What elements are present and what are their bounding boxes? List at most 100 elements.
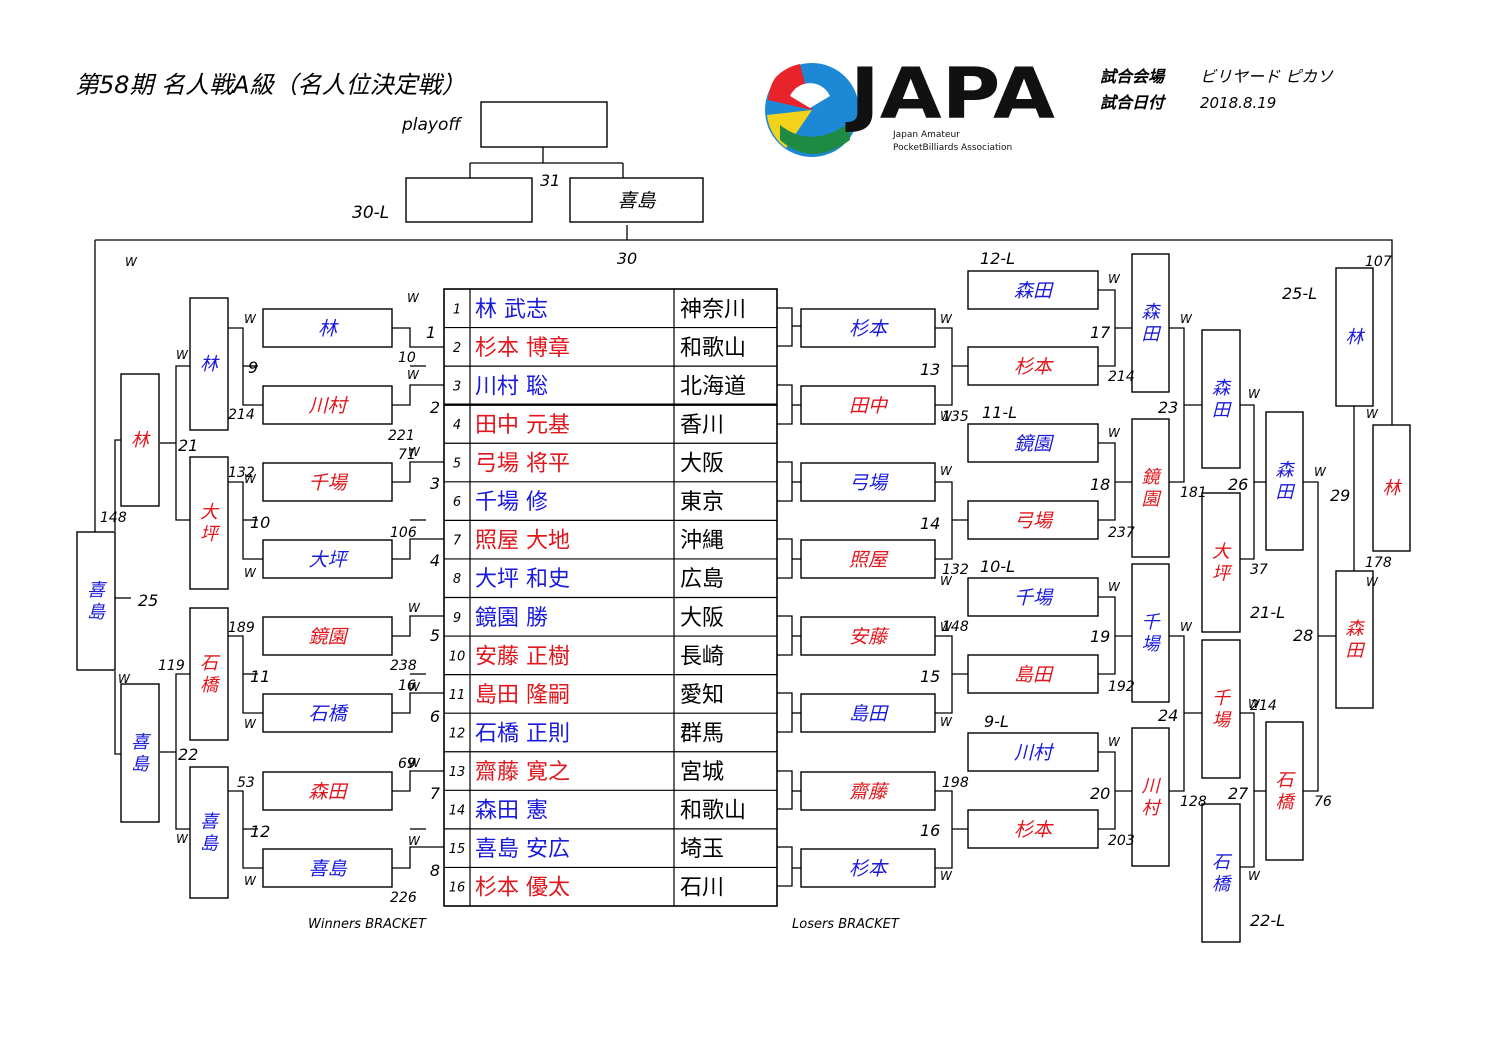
- bracket-box-lr3-2: 鏡園: [1131, 418, 1170, 558]
- winner-marker: W: [1248, 869, 1261, 883]
- player-name: 弓場 将平: [475, 452, 570, 477]
- box-label: 森田: [1014, 280, 1054, 302]
- bracket-connector: [392, 770, 444, 792]
- bracket-box-lr2-4: 弓場: [967, 500, 1099, 540]
- bracket-box-lr1-7: 齋藤: [800, 771, 936, 811]
- winner-marker: W: [244, 472, 257, 486]
- date-label: 試合日付: [1100, 93, 1167, 112]
- box-label-char: 場: [1212, 710, 1232, 731]
- bracket-connector: [775, 770, 793, 810]
- label-t214c: 214: [1250, 698, 1277, 714]
- label-m1: 1: [426, 323, 436, 342]
- label-m12: 12: [250, 822, 270, 841]
- box-label: 弓場: [1014, 510, 1054, 532]
- label-m29: 29: [1330, 486, 1350, 505]
- label-t135: 135: [942, 409, 969, 425]
- label-t37: 37: [1250, 562, 1268, 578]
- bracket-box-f30l: [405, 177, 533, 223]
- label-losers: Losers BRACKET: [792, 917, 900, 932]
- bracket-box-wr2-2: 大坪: [189, 456, 229, 590]
- label-t214a: 214: [228, 407, 255, 423]
- box-label-char: 森: [1142, 302, 1162, 323]
- label-t148b: 148: [942, 619, 969, 635]
- box-label-char: 大: [1212, 542, 1232, 563]
- winner-marker: W: [408, 445, 421, 459]
- label-m9: 9: [248, 358, 258, 377]
- player-prefecture: 広島: [680, 567, 724, 592]
- bracket-connector: [392, 538, 444, 560]
- box-label-char: 森: [1276, 460, 1296, 481]
- box-label-char: 田: [1212, 400, 1232, 421]
- winner-marker: W: [940, 464, 953, 478]
- bracket-connector: [935, 829, 953, 869]
- bracket-box-wr1-6: 石橋: [262, 693, 393, 733]
- box-label-char: 坪: [1212, 564, 1233, 585]
- player-prefecture: 大阪: [680, 606, 724, 631]
- bracket-box-lr6: 森田: [1335, 570, 1374, 709]
- player-seed: 16: [449, 881, 466, 896]
- bracket-box-lr4-2: 大坪: [1201, 492, 1241, 633]
- bracket-box-lr2-2: 杉本: [967, 346, 1099, 386]
- label-m8: 8: [430, 861, 440, 880]
- winner-marker: W: [1248, 697, 1261, 711]
- bracket-box-wr1-7: 森田: [262, 771, 393, 811]
- label-m22: 22: [178, 745, 198, 764]
- bracket-box-wr1-1: 林: [262, 308, 393, 348]
- box-label-char: 坪: [200, 524, 221, 545]
- player-prefecture: 北海道: [680, 374, 746, 399]
- winner-marker: W: [940, 312, 953, 326]
- player-prefecture: 東京: [680, 490, 724, 515]
- player-seed: 10: [449, 649, 466, 664]
- player-name: 照屋 大地: [475, 529, 570, 554]
- box-label: 川村: [308, 395, 349, 417]
- box-label-char: 島: [200, 834, 219, 855]
- label-t192: 192: [1108, 679, 1135, 695]
- bracket-box-lr4-1: 森田: [1201, 329, 1241, 469]
- player-name: 田中 元基: [475, 413, 570, 438]
- player-name: 大坪 和史: [475, 567, 570, 592]
- bracket-connector: [935, 790, 968, 830]
- box-label-char: 石: [1276, 770, 1297, 791]
- box-label: 鏡園: [308, 626, 349, 648]
- label-t214b: 214: [1108, 369, 1135, 385]
- box-label: 杉本: [849, 318, 889, 340]
- box-label-char: 林: [1346, 327, 1366, 348]
- box-label: 島田: [1014, 664, 1054, 686]
- label-m19: 19: [1090, 627, 1110, 646]
- winner-marker: W: [408, 834, 421, 848]
- bracket-box-wr2-1: 林: [189, 297, 229, 431]
- player-name: 森田 憲: [475, 799, 548, 824]
- label-m20: 20: [1090, 784, 1110, 803]
- label-l9: 9-L: [984, 712, 1009, 731]
- label-t71: 71: [398, 447, 416, 463]
- logo-subtitle-2: PocketBilliards Association: [893, 143, 1012, 153]
- player-prefecture: 埼玉: [680, 837, 724, 862]
- label-m5: 5: [430, 626, 440, 645]
- box-label-char: 園: [1142, 489, 1163, 510]
- bracket-box-lr8: 林: [1372, 424, 1411, 552]
- box-label: 田中: [849, 395, 889, 417]
- box-label: 喜島: [308, 858, 347, 880]
- label-t226: 226: [390, 890, 417, 906]
- bracket-boxes: 林川村千場大坪鏡園石橋森田喜島林大坪石橋喜島林喜島喜島杉本田中弓場照屋安藤島田齋…: [76, 101, 1411, 943]
- bracket-connector: [114, 671, 121, 755]
- player-seed: 1: [453, 302, 461, 317]
- label-m2: 2: [430, 398, 440, 417]
- winner-marker: W: [244, 566, 257, 580]
- label-t10: 10: [398, 350, 416, 366]
- winner-marker: W: [407, 291, 420, 305]
- bracket-box-lr1-3: 弓場: [800, 462, 936, 502]
- box-label-char: 村: [1142, 798, 1163, 819]
- label-t238: 238: [390, 658, 417, 674]
- bracket-connector: [935, 674, 953, 714]
- winner-marker: W: [118, 672, 131, 686]
- bracket-connector: [392, 327, 444, 348]
- bracket-box-lr3-4: 川村: [1131, 727, 1170, 867]
- label-m18: 18: [1090, 475, 1110, 494]
- bracket-box-wr2-3: 石橋: [189, 607, 229, 741]
